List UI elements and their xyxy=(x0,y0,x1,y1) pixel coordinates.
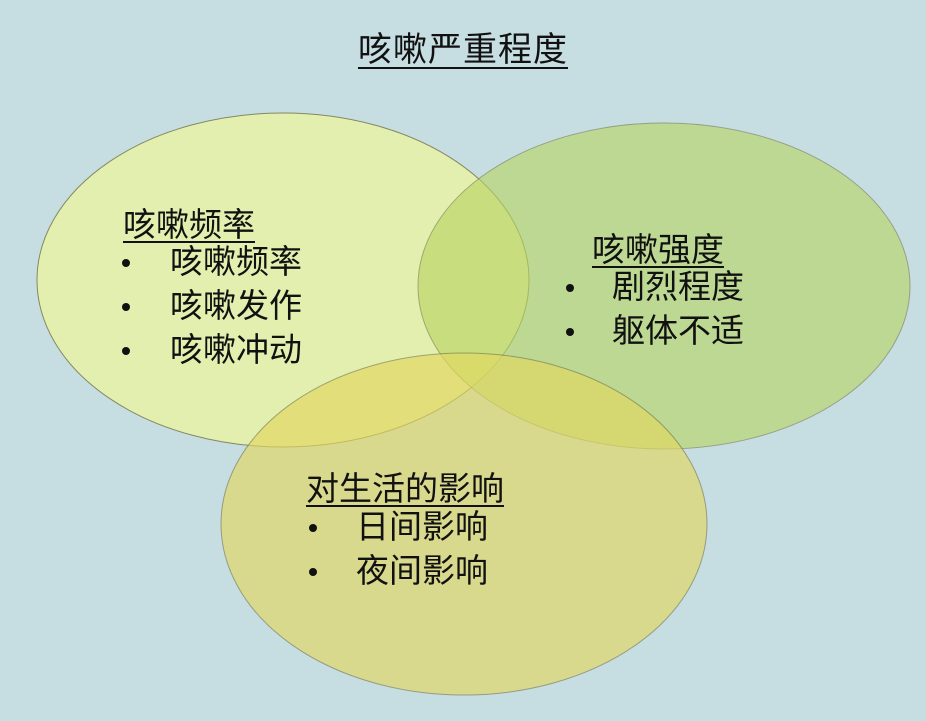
list-item-text: 咳嗽发作 xyxy=(170,286,302,325)
bullet-dot xyxy=(309,568,317,576)
list-item-text: 咳嗽冲动 xyxy=(170,330,302,369)
bullet-dot xyxy=(122,259,130,267)
bullet-dot xyxy=(122,303,130,311)
bullet-dot xyxy=(309,524,317,532)
list-item-text: 日间影响 xyxy=(356,507,488,546)
intensity-label: 咳嗽强度 xyxy=(592,230,724,269)
list-item-text: 剧烈程度 xyxy=(612,267,744,306)
bullet-dot xyxy=(566,328,574,336)
bullet-dot xyxy=(122,347,130,355)
frequency-label: 咳嗽频率 xyxy=(123,205,255,244)
list-item-text: 夜间影响 xyxy=(356,551,488,590)
bullet-dot xyxy=(566,284,574,292)
list-item-text: 躯体不适 xyxy=(612,311,744,350)
impact-label: 对生活的影响 xyxy=(306,469,504,508)
impact-circle xyxy=(220,352,708,696)
page-title: 咳嗽严重程度 xyxy=(358,30,568,70)
list-item-text: 咳嗽频率 xyxy=(170,242,302,281)
